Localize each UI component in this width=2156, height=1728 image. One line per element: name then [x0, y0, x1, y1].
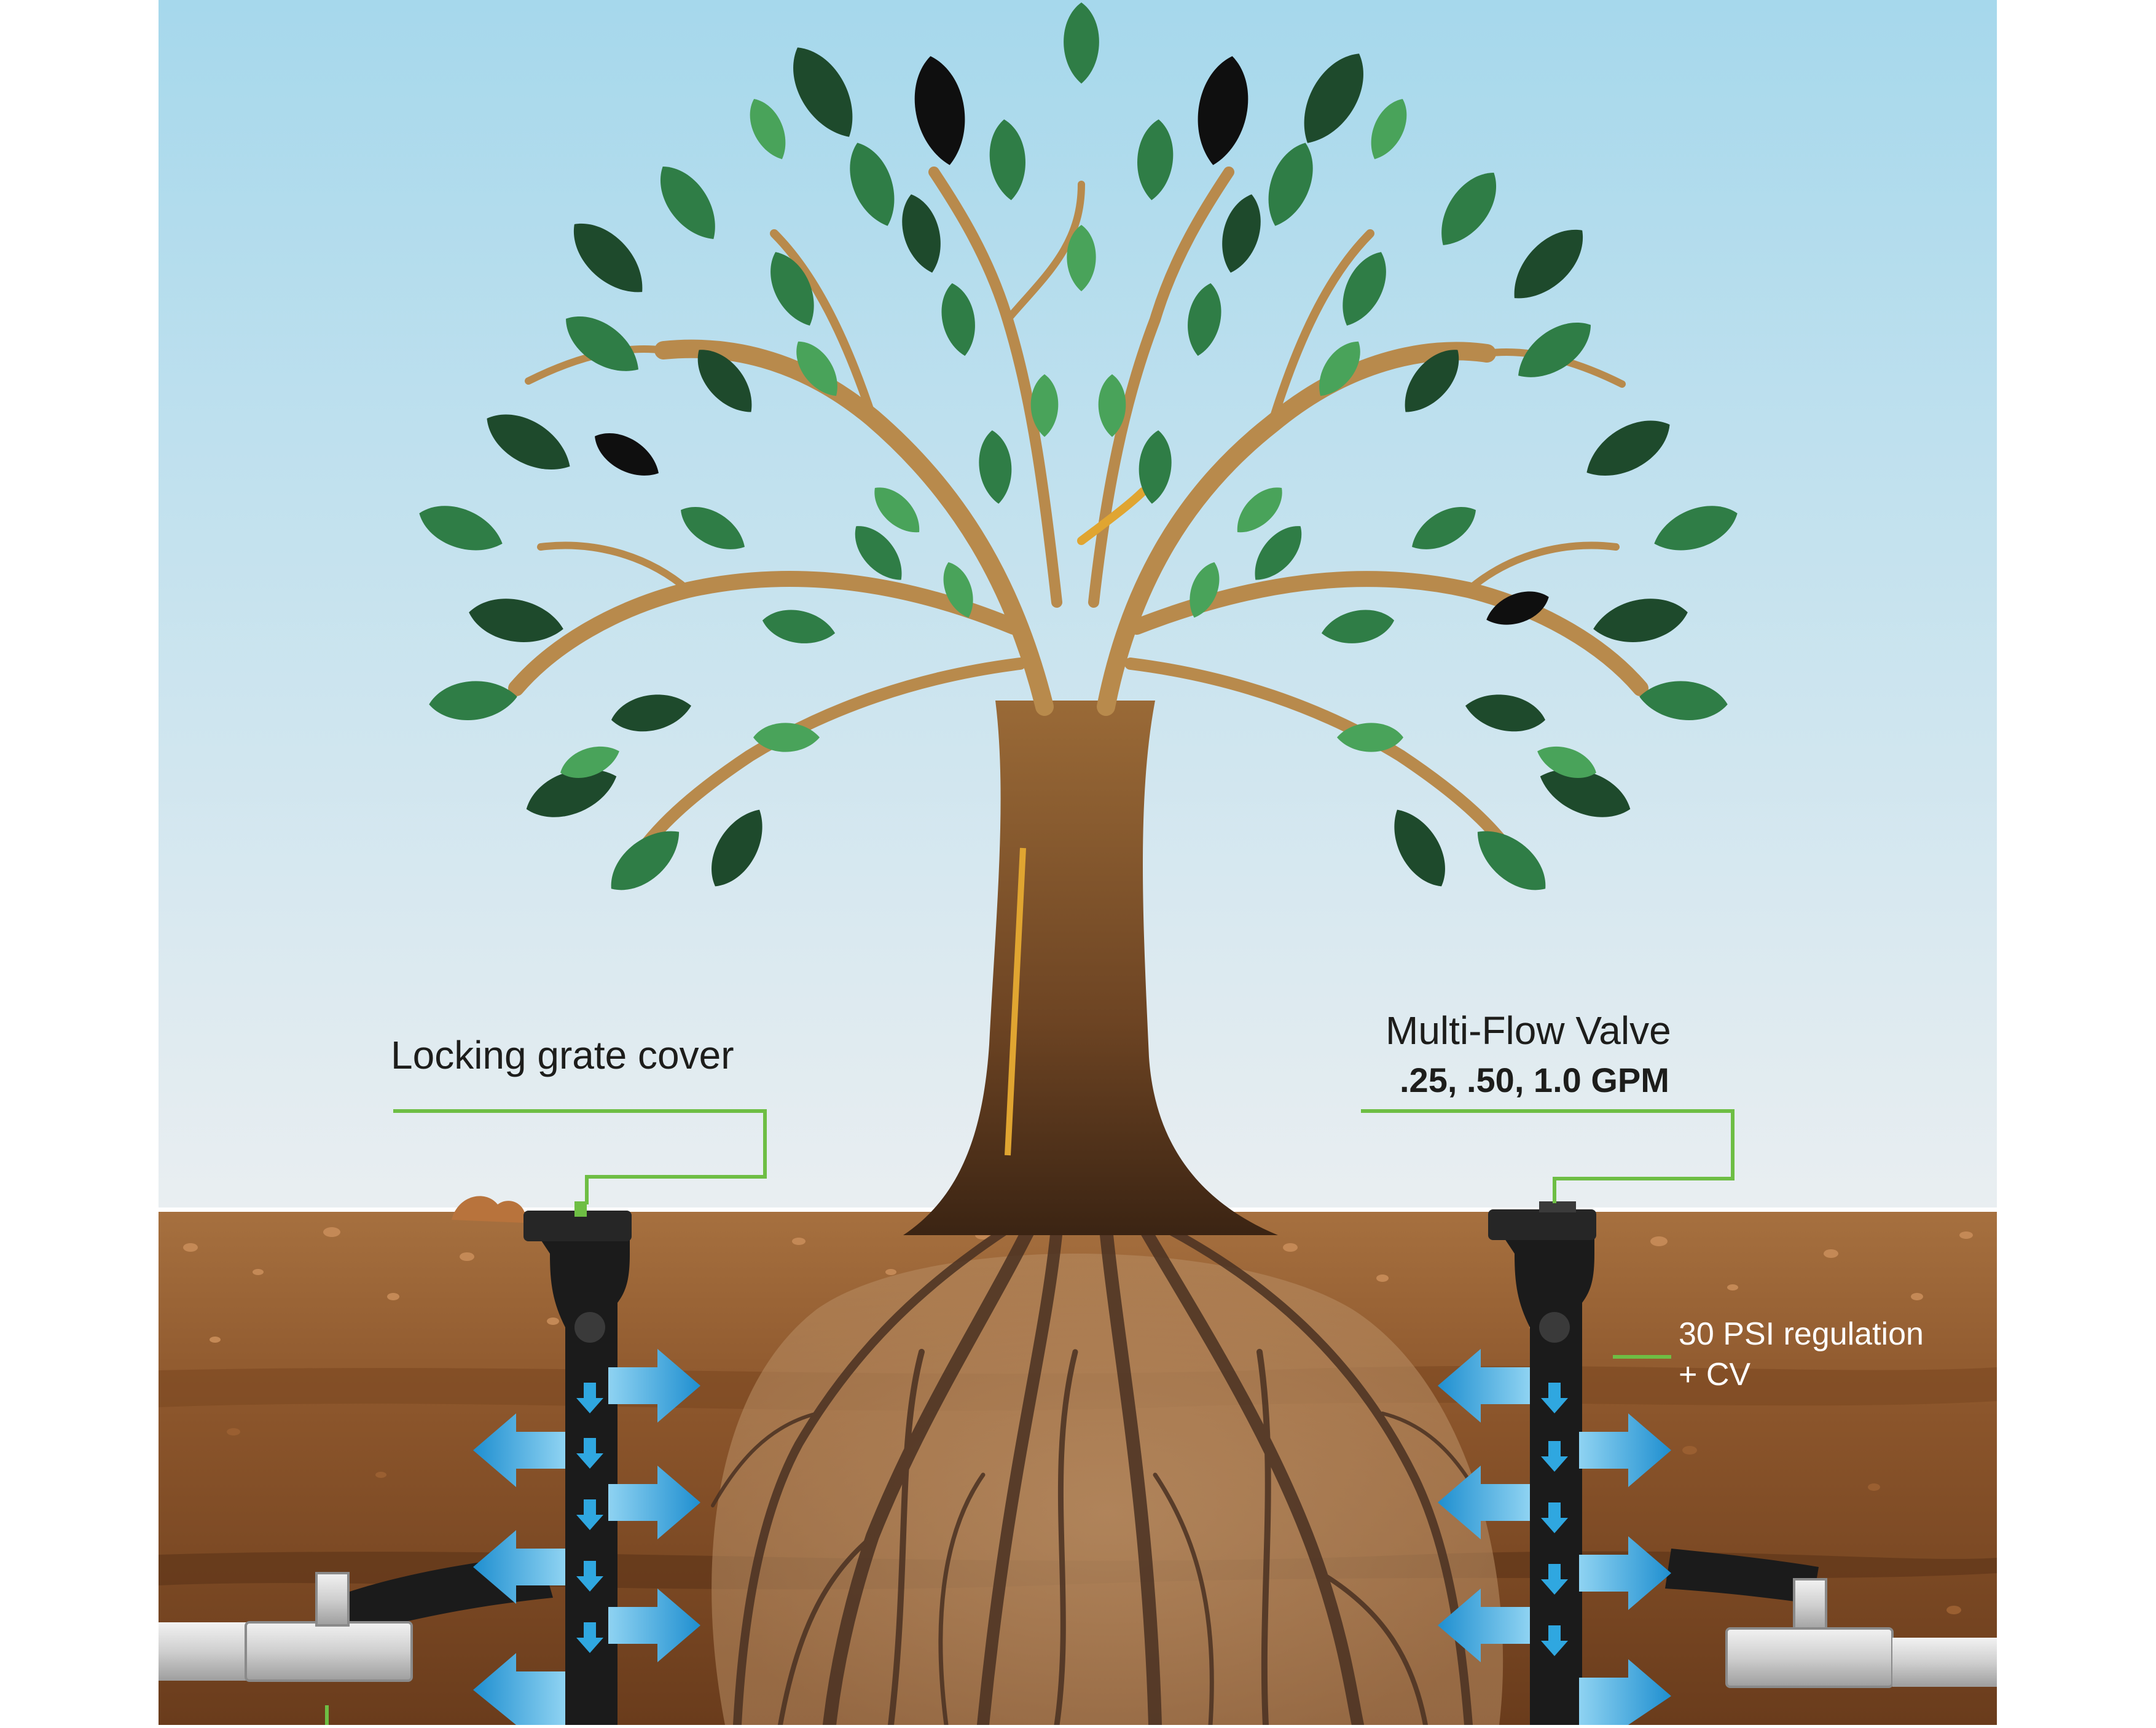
grate-cover-label: Locking grate cover: [391, 1033, 734, 1077]
grate-cover-leader-line: [393, 1109, 767, 1204]
multi-flow-valve-tube-icon: [1488, 1201, 1997, 1725]
valve-title-label: Multi-Flow Valve: [1386, 1008, 1671, 1053]
water-flow-arrow-icon: [473, 1349, 700, 1725]
water-flow-arrows: [473, 1349, 1671, 1725]
psi-label-line2: + CV: [1679, 1357, 1751, 1392]
root-ball: [711, 1216, 1503, 1728]
water-flow-arrow-icon: [1438, 1349, 1671, 1725]
psi-label-line1: 30 PSI regulation: [1679, 1316, 1924, 1352]
valve-leader-line: [1361, 1109, 1735, 1203]
tree-trunk: [903, 701, 1278, 1235]
valve-rates-label: .25, .50, 1.0 GPM: [1400, 1061, 1669, 1099]
callout-lines: [325, 1109, 1735, 1725]
